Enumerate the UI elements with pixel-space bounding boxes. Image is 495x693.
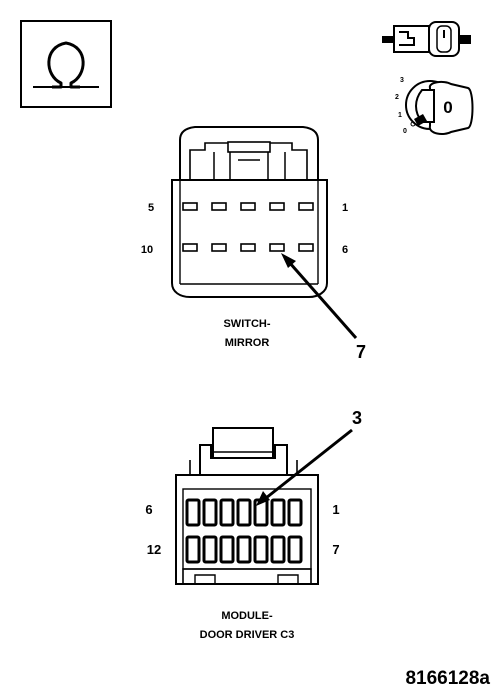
- mirror-pin-label-bottom-left: 10: [141, 244, 153, 256]
- mirror-pin-label-bottom-right: 6: [342, 244, 348, 256]
- module-pin-label-top-left: 6: [145, 502, 152, 517]
- ignition-position-2: 2: [395, 94, 399, 101]
- module-pin-label-top-right: 1: [332, 502, 339, 517]
- mirror-label-line2: MIRROR: [225, 337, 270, 349]
- ignition-position-0: 0: [403, 128, 407, 135]
- mirror-pin-label-top-left: 5: [148, 202, 154, 214]
- ignition-key-label: 0: [443, 98, 452, 117]
- ignition-switch-icon: [382, 21, 471, 57]
- mirror-label-line1: SWITCH-: [223, 318, 270, 330]
- module-label-line1: MODULE-: [221, 610, 273, 622]
- module-label-line2: DOOR DRIVER C3: [200, 629, 295, 641]
- ignition-position-1: 1: [398, 112, 402, 119]
- ohm-icon: [20, 20, 112, 108]
- module-pin-label-bottom-left: 12: [147, 542, 161, 557]
- module-callout-number: 3: [352, 408, 362, 428]
- mirror-pin-label-top-right: 1: [342, 202, 348, 214]
- mirror-switch-connector: [171, 126, 328, 298]
- mirror-callout-number: 7: [356, 342, 366, 362]
- ignition-key-icon: 3 2 1 0 0: [395, 77, 474, 135]
- ignition-position-3: 3: [400, 77, 404, 84]
- mirror-callout-arrow: [281, 253, 358, 339]
- module-callout-arrow: [256, 428, 353, 506]
- module-pin-label-bottom-right: 7: [332, 542, 339, 557]
- figure-id: 8166128a: [405, 668, 490, 689]
- door-module-connector: [175, 427, 319, 585]
